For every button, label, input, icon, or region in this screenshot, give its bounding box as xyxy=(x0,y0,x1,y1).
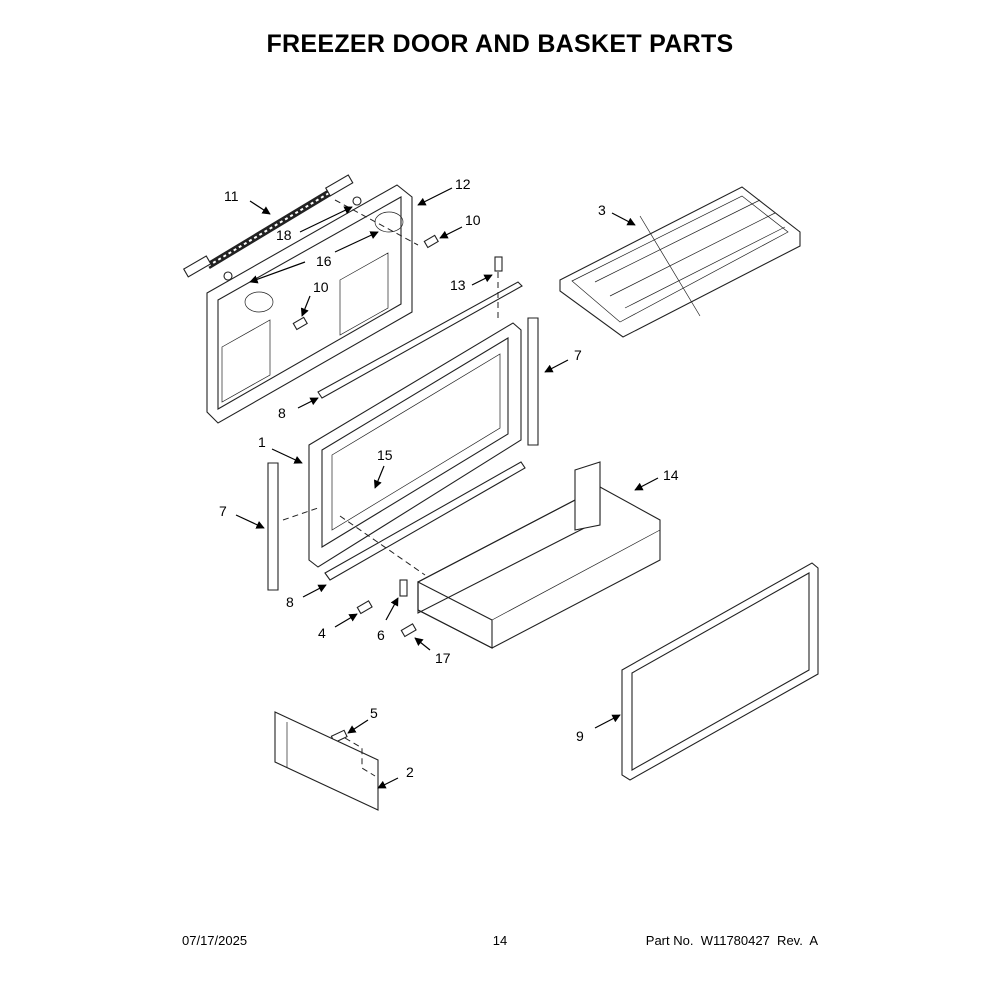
callout-17: 17 xyxy=(435,650,451,666)
callout-4: 4 xyxy=(318,625,326,641)
freezer-basket xyxy=(417,461,661,649)
callout-10: 10 xyxy=(313,279,329,295)
callout-5: 5 xyxy=(370,705,378,721)
callout-16: 16 xyxy=(316,253,332,269)
callout-7: 7 xyxy=(574,347,582,363)
callout-3: 3 xyxy=(598,202,606,218)
callout-18: 18 xyxy=(276,227,292,243)
callout-6: 6 xyxy=(377,627,385,643)
callout-11: 11 xyxy=(224,188,239,204)
callout-13: 13 xyxy=(450,277,466,293)
callout-labels: 11 12 18 10 16 13 10 3 7 8 1 15 14 7 8 4… xyxy=(219,176,679,780)
callout-8: 8 xyxy=(278,405,286,421)
footer-part-number: Part No. W11780427 Rev. A xyxy=(645,933,818,948)
page-title: FREEZER DOOR AND BASKET PARTS xyxy=(266,30,734,58)
door-handle xyxy=(182,174,354,278)
lower-bracket-strip xyxy=(324,461,526,581)
callout-1: 1 xyxy=(258,434,266,450)
callout-7: 7 xyxy=(219,503,227,519)
callout-12: 12 xyxy=(455,176,471,192)
wire-shelf xyxy=(559,186,801,338)
footer-page-number: 14 xyxy=(492,933,508,948)
left-side-strip xyxy=(267,462,279,591)
right-side-strip xyxy=(527,317,539,446)
callout-14: 14 xyxy=(663,467,679,483)
lower-trim-panel xyxy=(274,711,379,811)
callout-10: 10 xyxy=(465,212,481,228)
footer-date: 07/17/2025 xyxy=(182,933,248,948)
callout-2: 2 xyxy=(406,764,414,780)
callout-9: 9 xyxy=(576,728,584,744)
door-inner-frame xyxy=(308,322,522,568)
door-outer-panel xyxy=(206,184,413,424)
callout-8: 8 xyxy=(286,594,294,610)
callout-15: 15 xyxy=(377,447,393,463)
callout-arrows xyxy=(235,187,659,789)
door-gasket xyxy=(621,562,819,781)
upper-bracket-strip xyxy=(317,281,523,399)
